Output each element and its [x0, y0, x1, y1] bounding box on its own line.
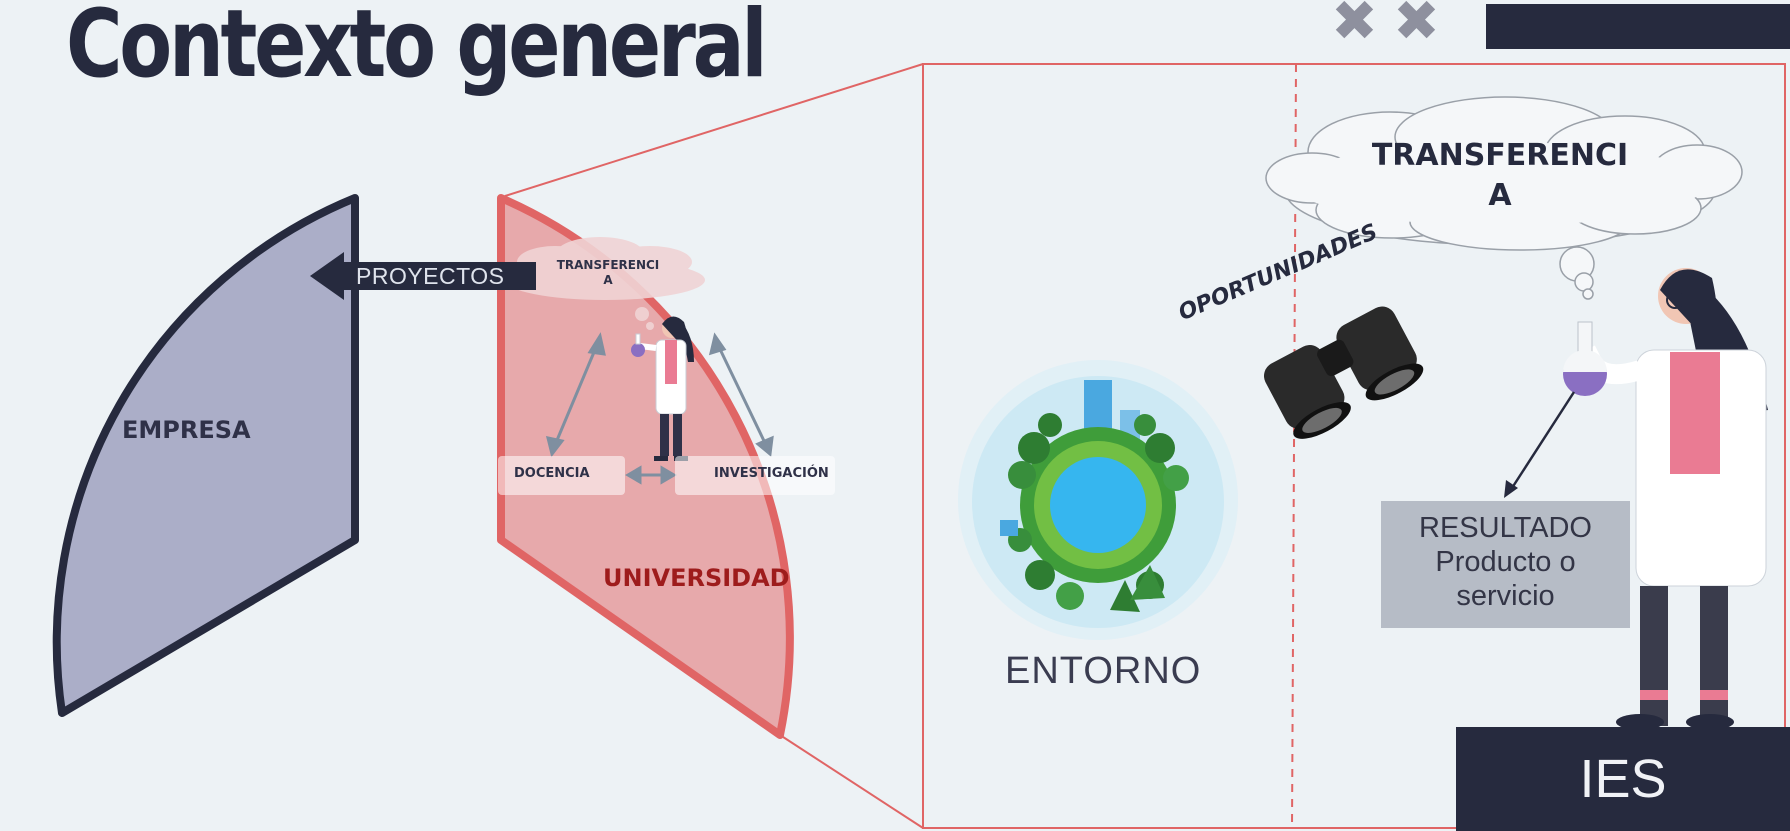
- zoom-panel-frame: [922, 63, 1786, 829]
- transferencia-large: TRANSFERENCI A: [1330, 136, 1670, 216]
- transferencia-small-line1: TRANSFERENCI: [556, 258, 660, 272]
- docencia-box: [498, 456, 625, 495]
- resultado-line3: servicio: [1456, 580, 1555, 612]
- flask-icon: [1563, 321, 1607, 396]
- page-title: Contexto general: [66, 0, 768, 99]
- arrow-left-icon: [310, 252, 344, 300]
- globe-icon: [958, 360, 1238, 640]
- ies-box: [1456, 727, 1790, 831]
- zoom-line-bottom: [779, 734, 924, 829]
- transferencia-small: TRANSFERENCI A: [540, 258, 676, 288]
- resultado-line2: Producto o: [1435, 546, 1576, 578]
- investigacion-box: [675, 456, 835, 495]
- proyectos-label: PROYECTOS: [356, 263, 505, 289]
- resultado-text: RESULTADO Producto o servicio: [1381, 511, 1630, 613]
- ies-label: IES: [1579, 749, 1667, 809]
- transferencia-large-line1: TRANSFERENCI: [1371, 138, 1629, 173]
- empresa-shape: [52, 194, 359, 717]
- zoom-line-top: [504, 63, 924, 197]
- resultado-box: [1381, 501, 1630, 628]
- result-arrow: [1510, 391, 1576, 489]
- transferencia-small-line2: A: [603, 273, 613, 287]
- proyectos-arrow: [344, 262, 536, 290]
- binoculars-icon: [1263, 306, 1424, 439]
- scientist-small-icon: [631, 316, 694, 461]
- scientist-large-icon: [1577, 268, 1768, 730]
- investigacion-label: INVESTIGACIÓN: [714, 466, 829, 481]
- resultado-line1: RESULTADO: [1419, 512, 1592, 544]
- arrow-head-icon: [1504, 480, 1518, 498]
- thought-cloud-small: [505, 237, 705, 330]
- transferencia-large-line2: A: [1488, 178, 1512, 213]
- cycle-arrows: [545, 332, 774, 485]
- entorno-label: ENTORNO: [1005, 650, 1202, 692]
- empresa-label: EMPRESA: [122, 416, 251, 444]
- close-icon: ✖: [1393, 0, 1440, 54]
- header-bar: [1486, 4, 1790, 49]
- docencia-label: DOCENCIA: [514, 466, 590, 481]
- close-icon: ✖: [1331, 0, 1378, 54]
- universidad-label: UNIVERSIDAD: [603, 564, 790, 592]
- thought-cloud-large: [1265, 96, 1743, 300]
